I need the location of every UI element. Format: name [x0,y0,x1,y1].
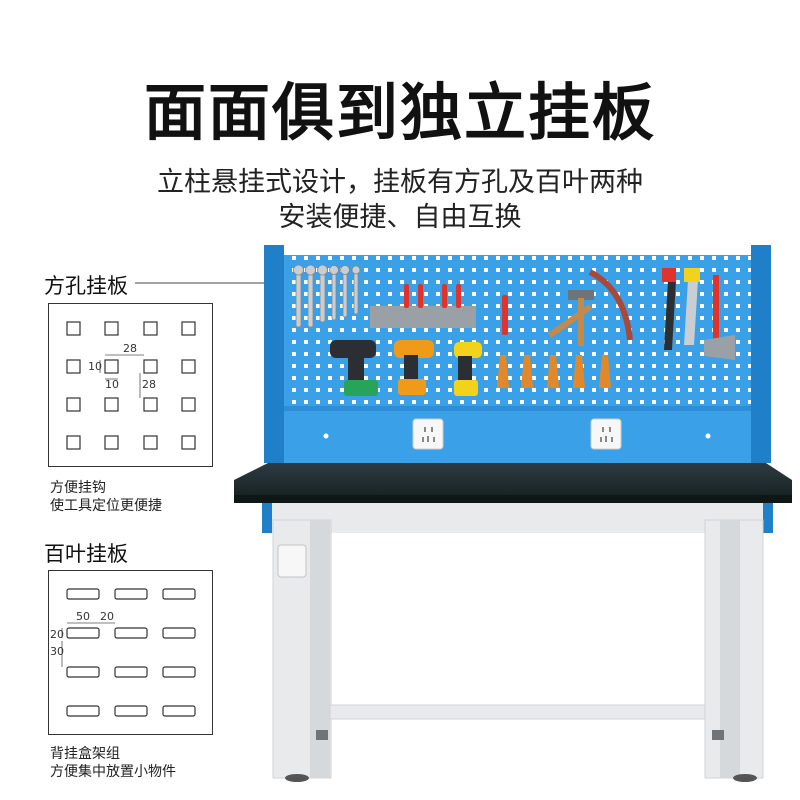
louver-dim-width: 50 [76,610,90,623]
square-dim-gap-h: 10 [105,378,119,391]
hacksaw-icon [684,268,700,345]
louver-diagram [48,570,213,735]
louver-grid [61,588,196,717]
hand-saw-icon [662,268,676,350]
pickaxe-icon [547,269,633,341]
pegboard [284,255,751,411]
leg-socket-icon [277,544,307,578]
callout-dot [315,280,321,286]
wrench-set-icon [293,264,361,328]
square-dim-width: 28 [123,342,137,355]
square-dim-gap: 10 [88,360,102,373]
axe-icon [704,275,735,360]
tabletop [234,463,792,503]
page-title: 面面俱到独立挂板 [143,76,656,149]
louver-note-line-1: 背挂盒架组 [50,746,120,762]
right-post [751,245,771,463]
louver-dim-height-pitch: 30 [50,645,64,658]
square-hole-diagram [48,303,213,467]
hammer-icon [568,290,594,346]
louver-panel-label: 百叶挂板 [44,542,128,566]
square-panel-label: 方孔挂板 [44,274,128,298]
power-socket-left-icon [412,418,444,450]
louver-dim-gap: 20 [100,610,114,623]
drill-green-icon [330,340,378,396]
subtitle-line-1: 立柱悬挂式设计，挂板有方孔及百叶两种 [157,167,643,198]
square-hole-grid [66,321,196,450]
drill-yellow-icon [454,342,482,396]
drill-orange-icon [394,340,434,395]
power-socket-right-icon [590,418,622,450]
square-note-line-1: 方便挂钩 [50,480,106,496]
louver-note-line-2: 方便集中放置小物件 [50,764,176,780]
square-dim-height: 28 [142,378,156,391]
square-note-line-2: 使工具定位更便捷 [50,498,162,514]
left-post [264,245,284,463]
screwdriver-icon [502,295,508,335]
screwdriver-rack-icon [370,284,476,328]
workbench-frame [262,503,773,782]
subtitle-line-2: 安装便捷、自由互换 [278,202,522,233]
pliers-set-icon [497,355,611,388]
screw-right [705,433,711,439]
lower-panel [284,411,751,463]
screw-left [323,433,329,439]
louver-dim-height-top: 20 [50,628,64,641]
